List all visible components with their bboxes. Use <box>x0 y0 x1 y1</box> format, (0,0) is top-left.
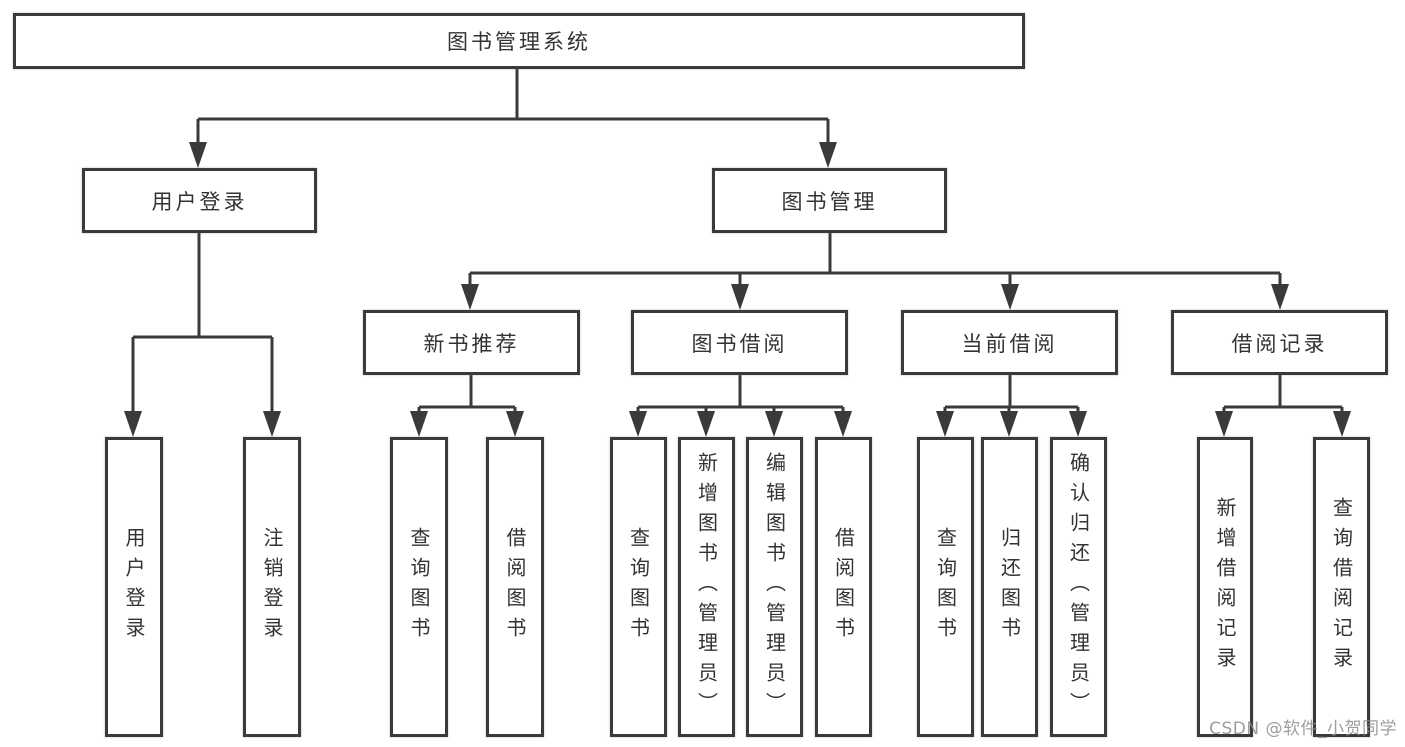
leaf-logout: 注销登录 <box>243 437 301 737</box>
node-current-borrowing: 当前借阅 <box>901 310 1118 375</box>
leaf-add-borrow-record: 新增借阅记录 <box>1197 437 1253 737</box>
leaf-borrow-books: 借阅图书 <box>815 437 872 737</box>
node-user-login: 用户登录 <box>82 168 317 233</box>
node-root-library-management-system: 图书管理系统 <box>13 13 1025 69</box>
node-new-book-recommendation: 新书推荐 <box>363 310 580 375</box>
leaf-return-books: 归还图书 <box>981 437 1038 737</box>
leaf-query-books-borrow: 查询图书 <box>610 437 667 737</box>
leaf-query-books-recommend: 查询图书 <box>390 437 448 737</box>
node-borrowing-records: 借阅记录 <box>1171 310 1388 375</box>
leaf-edit-books-admin: 编辑图书（管理员） <box>746 437 803 737</box>
leaf-query-borrow-record: 查询借阅记录 <box>1313 437 1370 737</box>
node-book-borrowing: 图书借阅 <box>631 310 848 375</box>
csdn-watermark: CSDN @软件_小贺同学 <box>1209 719 1397 739</box>
node-book-management: 图书管理 <box>712 168 947 233</box>
leaf-add-books-admin: 新增图书（管理员） <box>678 437 735 737</box>
leaf-confirm-return-admin: 确认归还（管理员） <box>1050 437 1107 737</box>
leaf-borrow-books-recommend: 借阅图书 <box>486 437 544 737</box>
leaf-user-login: 用户登录 <box>105 437 163 737</box>
leaf-query-books-current: 查询图书 <box>917 437 974 737</box>
